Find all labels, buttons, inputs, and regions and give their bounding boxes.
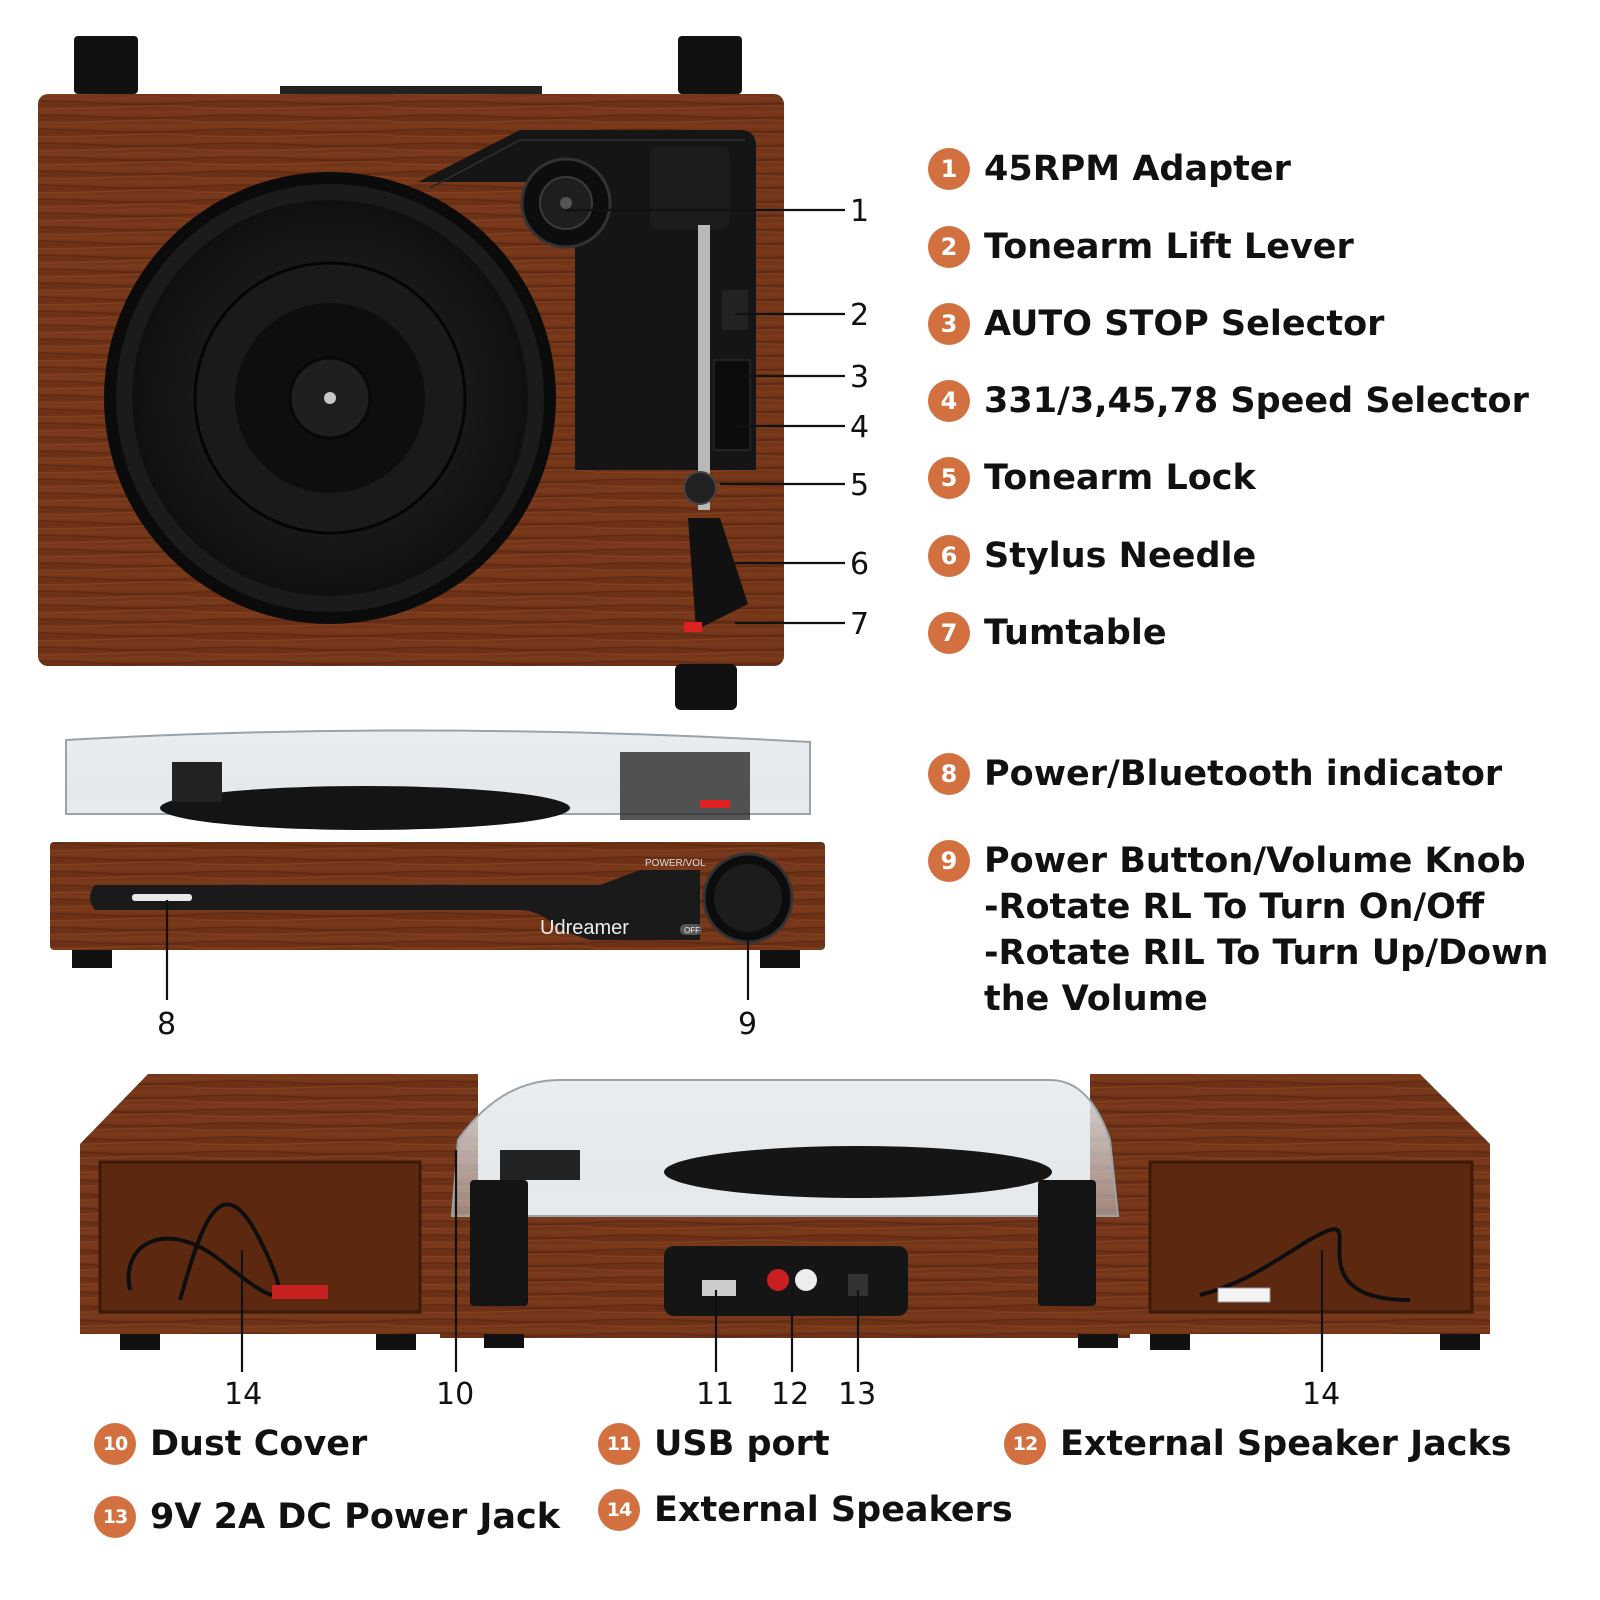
front-control-strip [90,870,700,940]
power-vol-label: POWER/VOL [645,858,706,869]
badge-7: 7 [928,612,970,654]
legend-9-detail-1: -Rotate RL To Turn On/Off [984,887,1485,927]
power-indicator [132,894,192,901]
legend-item-4: 4 331/3,45,78 Speed Selector [928,380,1529,422]
legend-item-6: 6 Stylus Needle [928,535,1256,577]
callout-10: 10 [436,1377,474,1412]
top-view: 1 2 3 4 5 6 7 [38,36,869,710]
usb-port [702,1280,736,1296]
badge-6: 6 [928,535,970,577]
rca-white [795,1269,817,1291]
legend-label-5: Tonearm Lock [984,458,1256,498]
callout-3: 3 [850,360,869,395]
right-speaker [1090,1074,1490,1350]
legend-label-14: External Speakers [654,1490,1013,1530]
legend-label-4: 331/3,45,78 Speed Selector [984,381,1529,421]
badge-3: 3 [928,303,970,345]
hinge-right [678,36,742,94]
callout-2: 2 [850,298,869,333]
callout-14-left: 14 [224,1377,262,1412]
badge-12: 12 [1004,1423,1046,1465]
badge-4: 4 [928,380,970,422]
badge-2: 2 [928,226,970,268]
hinge-back-right [1038,1180,1096,1306]
hinge-left [74,36,138,94]
callout-6: 6 [850,547,869,582]
center-unit [440,1079,1130,1348]
callout-1: 1 [850,194,869,229]
legend-item-9: 9 Power Button/Volume Knob [928,840,1526,882]
legend-item-3: 3 AUTO STOP Selector [928,303,1384,345]
callout-9: 9 [738,1007,757,1042]
legend-item-1: 1 45RPM Adapter [928,148,1291,190]
callout-5: 5 [850,468,869,503]
off-label: OFF [684,926,700,935]
callout-11: 11 [696,1377,734,1412]
legend-label-11: USB port [654,1424,830,1464]
dc-jack [848,1274,868,1296]
top-leader-lines [566,208,845,625]
top-knob [675,664,737,710]
45rpm-adapter [520,157,612,249]
badge-13: 13 [94,1496,136,1538]
rca-red [767,1269,789,1291]
callout-13: 13 [838,1377,876,1412]
legend-9-detail-2: -Rotate RIL To Turn Up/Down [984,933,1549,973]
callout-8: 8 [157,1007,176,1042]
legend-label-3: AUTO STOP Selector [984,304,1385,344]
badge-1: 1 [928,148,970,190]
legend-label-7: Tumtable [984,613,1167,653]
turntable-platter [104,172,556,624]
left-speaker [80,1074,478,1350]
legend-label-6: Stylus Needle [984,536,1257,576]
legend-item-14: 14 External Speakers [598,1489,1013,1531]
legend-item-7: 7 Tumtable [928,612,1167,654]
badge-9: 9 [928,840,970,882]
front-view: Udreamer POWER/VOL OFF 8 9 [50,729,825,1042]
legend-item-13: 13 9V 2A DC Power Jack [94,1496,560,1538]
legend-label-13: 9V 2A DC Power Jack [150,1497,561,1537]
callout-12: 12 [771,1377,809,1412]
legend-item-10: 10 Dust Cover [94,1423,367,1465]
legend-label-1: 45RPM Adapter [984,149,1291,189]
legend-label-10: Dust Cover [150,1424,368,1464]
volume-knob [702,852,794,944]
legend-label-2: Tonearm Lift Lever [984,227,1354,267]
brand-logo: Udreamer [540,917,629,939]
legend-label-9: Power Button/Volume Knob [984,841,1526,881]
badge-11: 11 [598,1423,640,1465]
back-view: 14 10 11 12 13 14 [80,1074,1490,1412]
legend-label-8: Power/Bluetooth indicator [984,754,1503,794]
hinge-back-left [470,1180,528,1306]
legend-label-12: External Speaker Jacks [1060,1424,1512,1464]
legend-9-detail-3: the Volume [984,979,1208,1019]
back-leader-lines [240,1150,1324,1372]
badge-10: 10 [94,1423,136,1465]
callout-7: 7 [850,607,869,642]
callout-14-right: 14 [1302,1377,1340,1412]
legend-item-2: 2 Tonearm Lift Lever [928,226,1354,268]
front-leader-lines [165,900,750,1000]
legend-item-8: 8 Power/Bluetooth indicator [928,753,1502,795]
legend-item-12: 12 External Speaker Jacks [1004,1423,1512,1465]
callout-4: 4 [850,410,869,445]
legend-item-11: 11 USB port [598,1423,830,1465]
badge-14: 14 [598,1489,640,1531]
legend-item-5: 5 Tonearm Lock [928,457,1256,499]
badge-5: 5 [928,457,970,499]
badge-8: 8 [928,753,970,795]
